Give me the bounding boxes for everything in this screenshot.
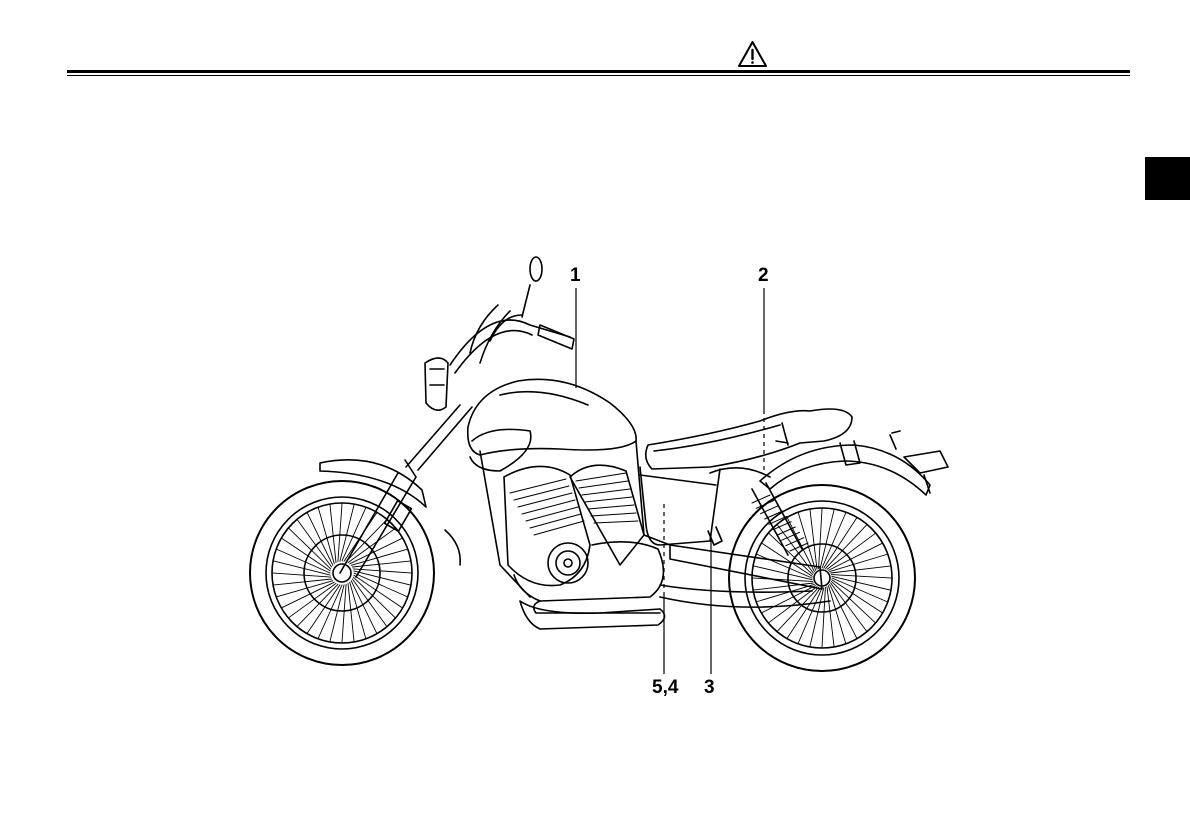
callout-leader-lines (0, 0, 1190, 840)
manual-page: 1 2 3 5,4 (0, 0, 1190, 840)
